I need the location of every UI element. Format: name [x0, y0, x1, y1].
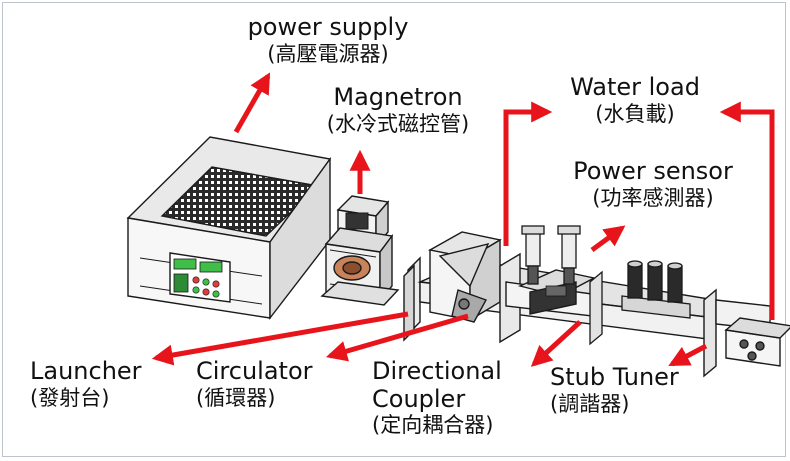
arrow-power-supply — [233, 72, 271, 134]
diagram-frame — [2, 2, 786, 457]
label-launcher-en: Launcher — [30, 357, 142, 385]
label-directional-coupler: Directional Coupler (定向耦合器) — [372, 357, 502, 438]
label-directional-coupler-zh: (定向耦合器) — [372, 413, 494, 438]
label-water-load: Water load (水負載) — [550, 73, 720, 126]
label-directional-coupler-en2: Coupler — [372, 384, 466, 413]
label-directional-coupler-en1: Directional — [372, 357, 502, 385]
label-water-load-en: Water load — [570, 73, 700, 101]
label-power-sensor-zh: (功率感測器) — [592, 185, 714, 210]
label-circulator-zh: (循環器) — [196, 385, 276, 410]
label-power-supply-en: power supply — [247, 13, 409, 41]
callout-arrows — [151, 72, 775, 367]
label-magnetron: Magnetron (水冷式磁控管) — [300, 83, 496, 136]
water-load-icon — [703, 288, 790, 378]
arrow-launcher — [151, 311, 409, 366]
label-magnetron-zh: (水冷式磁控管) — [326, 111, 470, 136]
label-circulator: Circulator (循環器) — [196, 357, 313, 410]
arrow-water-load-left — [503, 101, 553, 246]
stub-tuner-icon — [589, 260, 691, 346]
label-stub-tuner: Stub Tuner (調諧器) — [550, 363, 679, 416]
arrow-stub-tuner — [668, 343, 708, 367]
directional-coupler-icon — [499, 252, 597, 344]
label-stub-tuner-zh: (調諧器) — [550, 391, 630, 416]
power-supply-unit-icon — [126, 136, 332, 321]
power-sensor-icon — [521, 225, 581, 285]
label-launcher: Launcher (發射台) — [30, 357, 142, 410]
label-magnetron-en: Magnetron — [333, 83, 463, 111]
label-water-load-zh: (水負載) — [595, 101, 675, 126]
label-power-supply-zh: (高壓電源器) — [267, 41, 389, 66]
label-power-sensor-en: Power sensor — [573, 157, 733, 185]
arrow-power-sensor — [590, 225, 626, 253]
label-stub-tuner-en: Stub Tuner — [550, 363, 679, 391]
arrow-water-load-right — [719, 101, 775, 320]
magnetron-icon — [320, 195, 400, 306]
circulator-icon — [428, 231, 502, 323]
label-power-sensor: Power sensor (功率感測器) — [558, 157, 748, 210]
label-circulator-en: Circulator — [196, 357, 313, 385]
arrow-directional-coupler — [530, 320, 582, 367]
label-launcher-zh: (發射台) — [30, 385, 110, 410]
arrow-circulator — [325, 313, 469, 362]
label-power-supply: power supply (高壓電源器) — [228, 13, 428, 66]
